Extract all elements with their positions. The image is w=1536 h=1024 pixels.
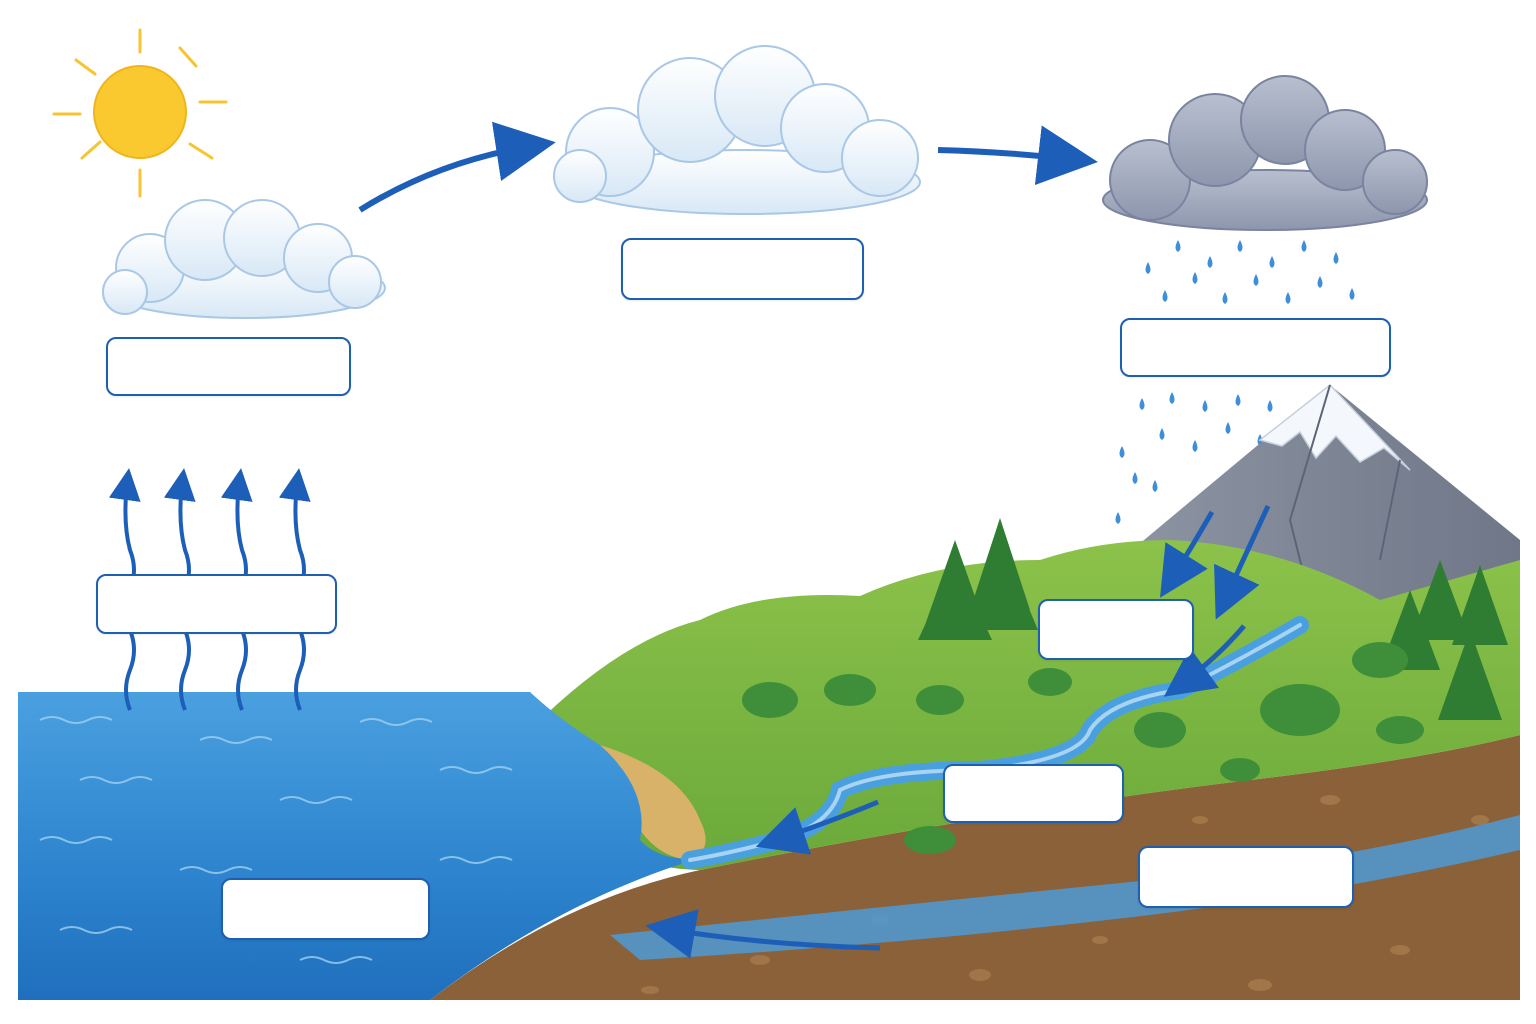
white-cloud-icon [553, 45, 921, 215]
runoff-arrows [755, 504, 1271, 855]
groundwater-band [610, 815, 1520, 960]
label-box-small-cloud[interactable] [106, 337, 351, 396]
small-cloud-icon [102, 199, 386, 319]
arrow-white-to-rain-cloud [937, 125, 1098, 186]
label-box-ocean[interactable] [221, 878, 430, 940]
trees-icon [742, 518, 1508, 854]
grass-hills [530, 540, 1520, 870]
label-box-mountain-runoff[interactable] [1038, 599, 1194, 660]
label-box-rain-cloud[interactable] [1120, 318, 1391, 377]
label-box-groundwater[interactable] [1138, 846, 1354, 908]
groundwater-arrow [645, 909, 881, 959]
label-box-white-cloud[interactable] [621, 238, 864, 300]
label-box-river[interactable] [943, 764, 1124, 823]
rain-cloud-icon [1102, 75, 1428, 231]
label-box-evaporation[interactable] [96, 574, 337, 634]
beach-sand [510, 727, 706, 860]
ocean-water [18, 692, 700, 1000]
ocean-waves [39, 716, 513, 964]
arrow-small-to-white-cloud [358, 121, 556, 213]
sun-icon [52, 28, 228, 198]
